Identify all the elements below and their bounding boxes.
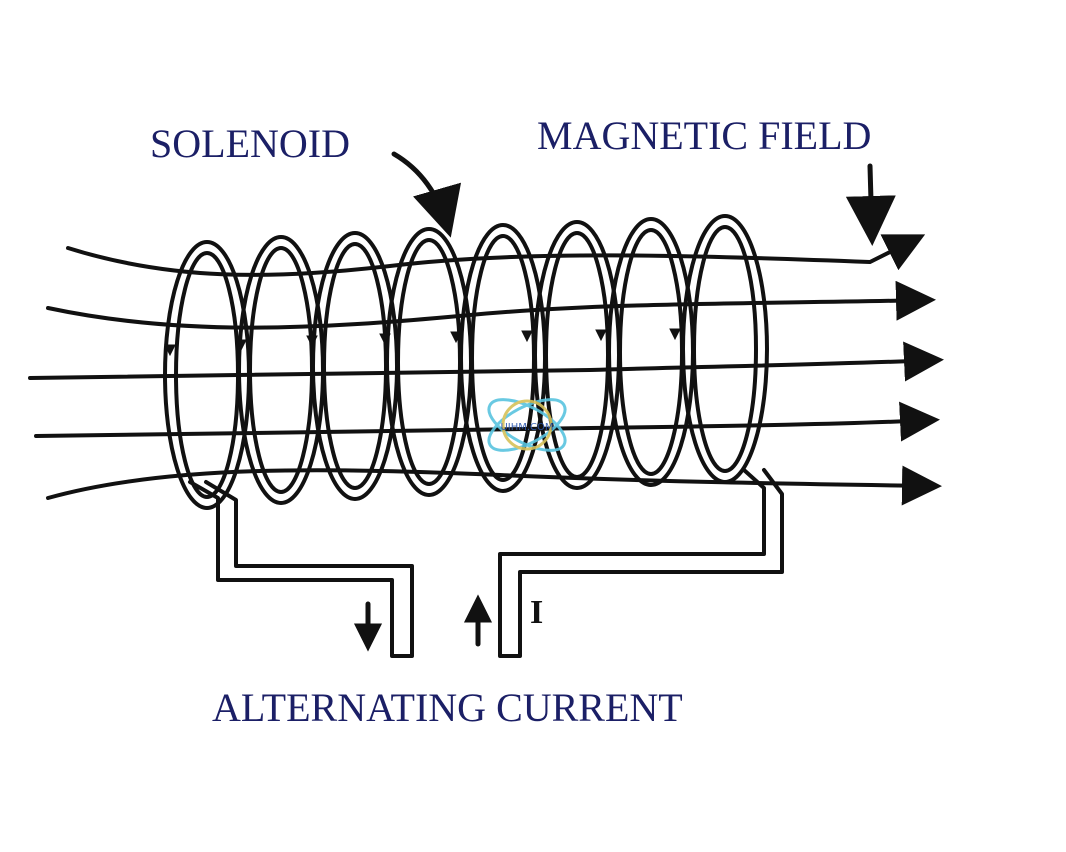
field-line-1	[66, 234, 926, 277]
label-magnetic-field: MAGNETIC FIELD	[537, 113, 872, 158]
coil-arrow-5	[450, 331, 462, 344]
field-line-5	[46, 465, 942, 506]
field-line-4	[34, 401, 940, 442]
coil-arrow-7	[595, 329, 607, 342]
lead-wire-left-outer	[188, 480, 414, 658]
current-out-head	[353, 623, 383, 652]
field-pointer	[845, 163, 896, 246]
watermark-text: UIHM.COM	[500, 422, 553, 433]
lead-wires	[188, 468, 784, 658]
field-line-3	[28, 341, 944, 382]
watermark-orbit-1	[487, 398, 567, 452]
label-solenoid: SOLENOID	[150, 121, 350, 166]
coil-loop-3-inner	[322, 242, 388, 490]
lead-wire-right-outer	[498, 468, 784, 658]
coil-arrow-2	[235, 339, 247, 352]
coil-arrow-1	[164, 344, 176, 357]
coil-loop-2-inner	[248, 246, 314, 494]
current-in-head	[463, 594, 493, 623]
pointer-arrows	[391, 151, 896, 246]
solenoid-pointer	[391, 151, 462, 238]
coil-loop-8-inner	[692, 225, 758, 473]
coil-current-arrows	[164, 328, 681, 357]
coil-loop-4-inner	[396, 238, 462, 486]
coil-loop-6-inner	[544, 231, 610, 479]
coil-arrow-6	[521, 330, 533, 343]
watermark: UIHM.COM	[487, 398, 567, 452]
coil-loop-8	[681, 214, 769, 484]
coil-arrow-4	[379, 333, 391, 346]
coil-loop-7-inner	[618, 228, 684, 476]
coil-arrow-8	[669, 328, 681, 341]
watermark-orbit-2	[487, 398, 567, 452]
watermark-ring	[501, 399, 553, 451]
label-current-symbol: I	[530, 594, 544, 631]
coil-arrow-3	[306, 335, 318, 348]
current-arrows	[353, 594, 493, 652]
label-alternating-current: ALTERNATING CURRENT	[212, 685, 683, 730]
